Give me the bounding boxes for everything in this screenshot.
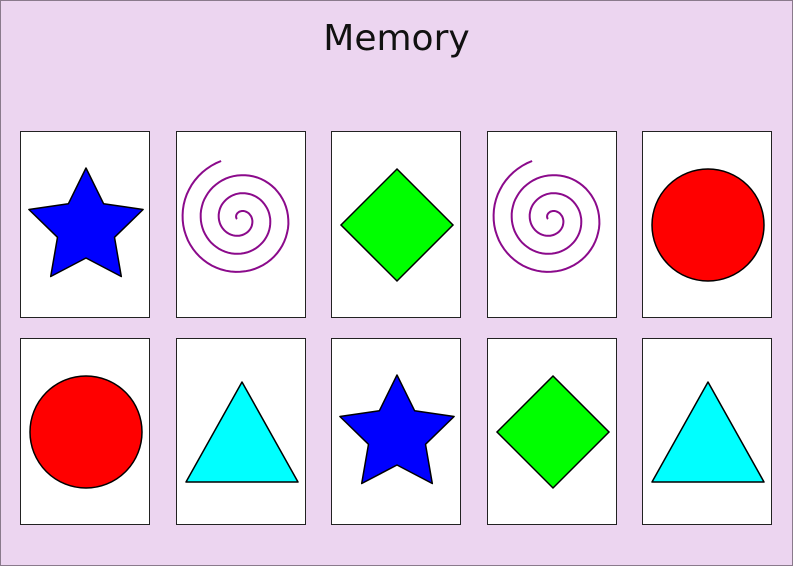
diamond-icon: [339, 167, 455, 283]
memory-card[interactable]: [642, 338, 772, 525]
card-face: [651, 381, 765, 483]
memory-card[interactable]: [176, 131, 306, 318]
memory-card[interactable]: [642, 131, 772, 318]
memory-card[interactable]: [20, 131, 150, 318]
spiral-icon: [492, 160, 601, 273]
circle-icon: [29, 375, 143, 489]
card-face: [339, 167, 455, 283]
card-face: [28, 167, 144, 278]
card-face: [495, 374, 611, 490]
memory-card[interactable]: [331, 131, 461, 318]
card-face: [29, 375, 143, 489]
diamond-icon: [495, 374, 611, 490]
card-face: [181, 160, 290, 273]
spiral-icon: [181, 160, 290, 273]
memory-card[interactable]: [331, 338, 461, 525]
star-icon: [339, 374, 455, 485]
memory-card[interactable]: [487, 338, 617, 525]
card-face: [185, 381, 299, 483]
memory-card[interactable]: [20, 338, 150, 525]
card-face: [339, 374, 455, 485]
card-face: [651, 168, 765, 282]
circle-icon: [651, 168, 765, 282]
card-face: [492, 160, 601, 273]
triangle-icon: [651, 381, 765, 483]
game-title: Memory: [323, 18, 470, 59]
memory-card[interactable]: [487, 131, 617, 318]
triangle-icon: [185, 381, 299, 483]
star-icon: [28, 167, 144, 278]
memory-card[interactable]: [176, 338, 306, 525]
